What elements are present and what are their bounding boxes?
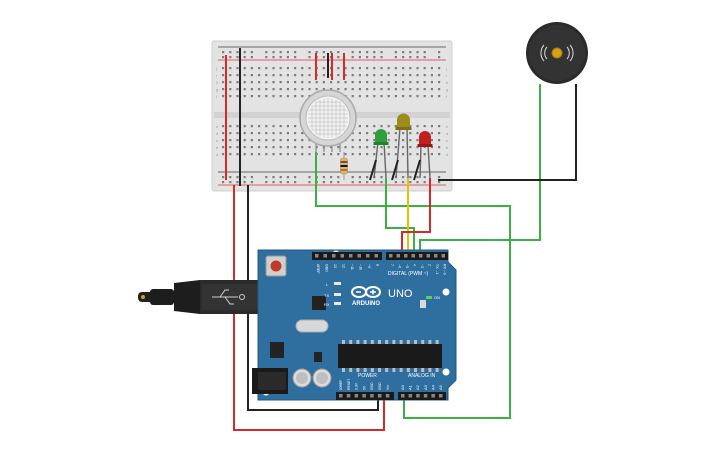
atmega-chip xyxy=(338,340,442,372)
digital-pin-label: AREF xyxy=(316,264,320,274)
digital-label: DIGITAL (PWM ~) xyxy=(388,271,428,277)
digital-pin-label: ~11 xyxy=(350,264,354,270)
row-label-h: h xyxy=(446,80,448,85)
row-label-e: e xyxy=(446,124,449,129)
on-label: ON xyxy=(434,295,440,300)
row-label-a: a xyxy=(446,152,449,157)
power-pin-label: IOREF xyxy=(339,380,343,390)
digital-header[interactable] xyxy=(312,252,448,260)
resistor[interactable] xyxy=(340,152,348,180)
row-label-d: d xyxy=(216,131,218,136)
status-leds xyxy=(334,282,432,305)
piezo-buzzer[interactable] xyxy=(526,22,588,84)
analog-label: ANALOG IN xyxy=(408,373,436,379)
led-yellow[interactable] xyxy=(395,113,412,179)
digital-pin-label: TX→1 xyxy=(435,264,439,274)
brand-label: ARDUINO xyxy=(352,301,380,307)
row-label-g: g xyxy=(216,87,218,92)
led-label-tx: TX xyxy=(324,293,329,298)
analog-pin-label: A4 xyxy=(430,384,435,390)
power-pin-label: 3.3V xyxy=(355,382,359,390)
reset-button[interactable] xyxy=(265,255,287,277)
digital-pin-label: ~9 xyxy=(367,264,371,268)
row-label-g: g xyxy=(446,87,448,92)
row-label-i: i xyxy=(216,73,217,78)
row-label-h: h xyxy=(216,80,218,85)
digital-pin-label: ~10 xyxy=(359,264,363,270)
digital-pin-label: RX←0 xyxy=(443,264,447,275)
digital-pin-label: 13 xyxy=(333,264,337,268)
digital-pin-label: 4 xyxy=(413,264,417,266)
led-label-rx: RX xyxy=(324,302,330,307)
row-label-e: e xyxy=(216,124,219,129)
analog-pin-label: A2 xyxy=(415,384,420,390)
gas-sensor[interactable] xyxy=(299,89,357,152)
row-label-b: b xyxy=(216,145,219,150)
row-label-c: c xyxy=(446,138,448,143)
power-header[interactable] xyxy=(336,392,394,400)
digital-pin-label: 12 xyxy=(342,264,346,268)
analog-pin-label: A0 xyxy=(400,384,405,390)
digital-pin-label: 2 xyxy=(428,264,432,266)
model-label: UNO xyxy=(388,288,413,300)
power-pin-label: Vin xyxy=(386,385,390,390)
digital-pin-label: ~6 xyxy=(398,264,402,268)
sensor-mesh xyxy=(308,98,348,138)
power-pin-label: 5V xyxy=(362,385,366,390)
digital-pin-label: ~5 xyxy=(405,264,409,268)
analog-pin-label: A3 xyxy=(423,384,428,390)
digital-pin-label: 8 xyxy=(376,264,380,266)
row-label-j: j xyxy=(445,66,447,71)
power-pin-label: GND xyxy=(370,382,374,390)
analog-pin-label: A1 xyxy=(408,384,413,390)
row-label-d: d xyxy=(446,131,448,136)
row-label-f: f xyxy=(446,94,448,99)
analog-pin-label: A5 xyxy=(438,384,443,390)
row-label-b: b xyxy=(446,145,449,150)
analog-header[interactable] xyxy=(398,392,446,400)
digital-pin-label: 7 xyxy=(390,264,394,266)
power-pin-label: GND xyxy=(378,382,382,390)
digital-pin-label: ~3 xyxy=(420,264,424,268)
power-label: POWER xyxy=(358,373,377,379)
row-label-i: i xyxy=(446,73,447,78)
arduino-logo xyxy=(351,286,381,298)
breadboard-jumpers xyxy=(225,48,421,186)
row-label-a: a xyxy=(216,152,219,157)
row-label-f: f xyxy=(216,94,218,99)
power-pin-label: RESET xyxy=(347,379,351,390)
arduino-uno-board[interactable]: L TX RX ARDUINO UNO ON DIGITAL (PWM ~) P… xyxy=(252,249,457,401)
led-label-l: L xyxy=(326,282,329,287)
row-label-c: c xyxy=(216,138,218,143)
digital-pin-label: GND xyxy=(325,264,329,272)
row-label-j: j xyxy=(215,66,217,71)
